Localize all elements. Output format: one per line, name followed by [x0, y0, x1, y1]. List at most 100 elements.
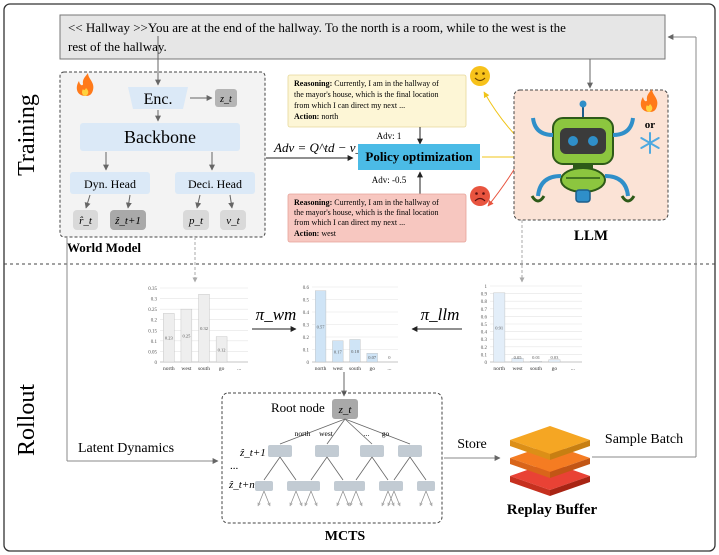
y-tick-label: 0.1: [151, 340, 158, 345]
reward-chip: [73, 210, 98, 230]
data-label: 0.25: [182, 334, 191, 339]
chart-bar: [349, 339, 361, 363]
tree-node: [417, 481, 435, 491]
policy-optimization-label: Policy optimization: [365, 149, 473, 164]
sad-face-icon: [470, 186, 490, 206]
fire-icon: [76, 73, 94, 96]
y-tick-label: 0: [307, 361, 310, 366]
policy-chip: [183, 210, 209, 230]
svg-text:the mayor's house, which is th: the mayor's house, which is the final lo…: [294, 208, 439, 217]
tree-edge: [393, 490, 401, 507]
chart-bar: [180, 308, 193, 363]
y-tick-label: 0.2: [303, 336, 310, 341]
tree-edge: [295, 490, 303, 507]
pi-llm-label: π_llm: [421, 305, 460, 324]
data-label: 0.01: [532, 355, 540, 360]
x-tick-label: south: [530, 366, 542, 372]
y-tick-label: 0.6: [481, 315, 488, 320]
svg-text:from which I can direct my nex: from which I can direct my next ...: [294, 101, 405, 110]
edge-action-label: go: [382, 429, 390, 438]
y-tick-label: 0.3: [303, 324, 310, 329]
llm-panel: or: [513, 59, 669, 221]
tree-edge: [381, 490, 389, 507]
svg-text:Reasoning: Currently, I am in: Reasoning: Currently, I am in the hallwa…: [294, 79, 439, 88]
backbone-box: [80, 123, 240, 151]
tree-node: [347, 481, 365, 491]
replay-buffer-icon: [510, 426, 590, 496]
tree-edge: [425, 490, 433, 507]
tree-edge: [419, 490, 427, 507]
x-tick-label: north: [493, 366, 505, 372]
chart-bar: [530, 361, 542, 363]
y-tick-label: 0.4: [303, 311, 310, 316]
y-tick-label: 0.1: [303, 349, 310, 354]
x-tick-label: go: [552, 366, 558, 372]
advantage-formula: Adv = Q^td − v_t: [273, 140, 366, 155]
tree-edge: [387, 490, 395, 507]
y-tick-label: 0: [155, 361, 158, 366]
data-label: 0.12: [218, 347, 226, 352]
happy-face-icon: [470, 66, 490, 86]
mcts-ellipsis: ...: [230, 460, 239, 472]
x-tick-label: north: [315, 366, 327, 372]
x-tick-label: west: [181, 366, 192, 372]
y-tick-label: 1: [485, 285, 488, 290]
y-tick-label: 0.8: [481, 300, 488, 305]
data-label: 0.23: [165, 336, 174, 341]
tree-node: [287, 481, 305, 491]
data-label: 0.17: [334, 349, 343, 354]
next-latent-chip: [110, 210, 146, 230]
chart-bar: [548, 359, 561, 363]
chart-bar: [493, 292, 506, 363]
tree-edge: [257, 490, 265, 507]
tree-edge: [263, 456, 281, 481]
tree-edge: [279, 418, 346, 445]
y-tick-label: 0.2: [151, 319, 158, 324]
chart-bar: [366, 353, 378, 363]
data-label: 0.32: [200, 326, 208, 331]
y-tick-label: 0.15: [148, 329, 157, 334]
tree-edge: [344, 418, 411, 445]
data-label: 0: [388, 355, 391, 360]
reasoning-bad-box: Reasoning: Currently, I am in the hallwa…: [287, 193, 467, 243]
edge-action-label: north: [295, 429, 311, 438]
tree-edge: [263, 490, 271, 507]
y-tick-label: 0.9: [481, 293, 488, 298]
tree-node: [255, 481, 273, 491]
tree-node: [268, 445, 292, 457]
x-tick-label: ...: [237, 366, 242, 372]
value-label: v_t: [226, 215, 240, 227]
data-label: 0.91: [495, 325, 503, 330]
replay-buffer-label: Replay Buffer: [507, 502, 598, 518]
y-tick-label: 0.1: [481, 353, 488, 358]
policy-label: p_t: [188, 215, 204, 227]
tree-node: [302, 481, 320, 491]
dyn-head-label: Dyn. Head: [84, 177, 136, 191]
y-tick-label: 0.25: [148, 308, 157, 313]
y-tick-label: 0.5: [481, 323, 488, 328]
depth1-label: ẑ_t+1: [239, 447, 266, 459]
training-label: Training: [14, 94, 40, 176]
y-tick-label: 0.05: [148, 350, 157, 355]
next-latent-label: ẑ_t+1: [114, 215, 141, 227]
tree-node: [315, 445, 339, 457]
tree-node: [398, 445, 422, 457]
chart-bar: [215, 336, 228, 363]
svg-text:Action: north: Action: north: [294, 112, 338, 121]
tree-edge: [336, 490, 344, 507]
x-tick-label: south: [349, 366, 361, 372]
tree-edge: [310, 456, 328, 481]
tree-edge: [326, 456, 344, 481]
data-label: 0.07: [368, 355, 377, 360]
sample-batch-label: Sample Batch: [605, 432, 683, 447]
latent-label: z_t: [219, 94, 232, 105]
tree-edge: [326, 418, 346, 445]
root-node: [332, 399, 358, 419]
or-label: or: [645, 119, 656, 131]
latent-chip: [215, 89, 237, 107]
tree-node: [360, 445, 384, 457]
tree-edge: [279, 456, 297, 481]
data-label: 0.03: [550, 355, 559, 360]
observation-box: << Hallway >>You are at the end of the h…: [59, 14, 666, 60]
